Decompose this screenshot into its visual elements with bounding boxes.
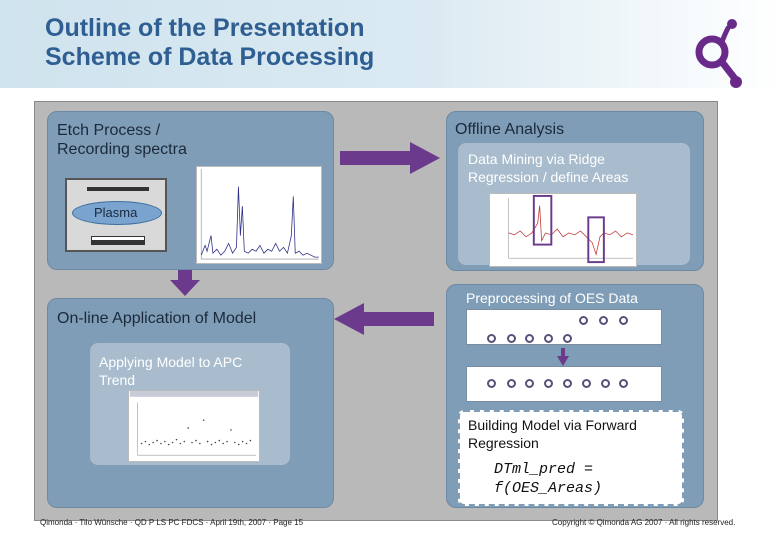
arrow-preprocessing-to-online: [362, 312, 434, 326]
apc-line2: Trend: [99, 372, 136, 388]
area-dot: [544, 334, 553, 343]
selected-area-dot: [487, 379, 496, 388]
qimonda-logo-icon: [695, 19, 742, 88]
model-formula: DTml_pred = f(OES_Areas): [494, 460, 602, 498]
model-formula-line2: f(OES_Areas): [494, 480, 603, 497]
arrow-preprocessing-to-online-head: [334, 303, 364, 335]
online-application-title: On-line Application of Model: [57, 310, 257, 327]
building-model-label: Building Model via Forward Regression: [468, 416, 637, 452]
oes-areas-box: [466, 309, 662, 345]
ridge-regression-chart: [489, 193, 637, 267]
selected-area-dot: [601, 379, 610, 388]
selected-area-dot: [525, 379, 534, 388]
slide-title: Outline of the Presentation Scheme of Da…: [45, 14, 374, 72]
selected-area-dot: [619, 379, 628, 388]
arrow-preprocess-down: [561, 348, 565, 357]
building-model-line2: Regression: [468, 435, 539, 451]
selected-area-dot: [582, 379, 591, 388]
offline-analysis-title: Offline Analysis: [455, 121, 565, 138]
arrow-etch-to-offline: [340, 151, 412, 165]
selected-area-dot: [544, 379, 553, 388]
apc-line1: Applying Model to APC: [99, 354, 243, 370]
slide-title-line1: Outline of the Presentation: [45, 14, 365, 42]
data-mining-line1: Data Mining via Ridge: [468, 151, 605, 167]
area-dot: [599, 316, 608, 325]
selected-areas-box: [466, 366, 662, 402]
header-band: [0, 0, 780, 88]
area-dot: [507, 334, 516, 343]
etch-title-line1: Etch Process /: [57, 122, 161, 139]
preprocessing-label: Preprocessing of OES Data: [466, 290, 638, 306]
upper-electrode: [87, 187, 149, 191]
chamber-base: [91, 241, 145, 245]
arrow-etch-to-online: [178, 270, 192, 282]
plasma-label: Plasma: [94, 205, 138, 220]
footer-left: Qimonda · Tilo Wünsche · QD P LS PC FDCS…: [40, 518, 304, 527]
model-formula-line1: DTml_pred =: [494, 461, 594, 478]
data-mining-line2: Regression / define Areas: [468, 169, 629, 185]
area-dot: [525, 334, 534, 343]
etch-process-title: Etch Process / Recording spectra: [57, 121, 187, 159]
footer-right: Copyright © Qimonda AG 2007 · All rights…: [552, 518, 736, 527]
building-model-box: Building Model via Forward Regression DT…: [458, 410, 684, 506]
oes-spectrum-chart: [196, 166, 322, 264]
data-mining-label: Data Mining via Ridge Regression / defin…: [468, 150, 628, 186]
plasma-ellipse: [72, 201, 162, 225]
apc-trend-chart: [128, 390, 260, 462]
area-dot: [563, 334, 572, 343]
building-model-line1: Building Model via Forward: [468, 417, 637, 433]
selected-area-dot: [563, 379, 572, 388]
slide-title-line2: Scheme of Data Processing: [45, 43, 375, 71]
area-dot: [619, 316, 628, 325]
arrow-preprocess-down-head: [557, 356, 569, 366]
selected-area-dot: [507, 379, 516, 388]
arrow-etch-to-offline-head: [410, 142, 440, 174]
lower-electrode: [91, 236, 145, 241]
area-dot: [579, 316, 588, 325]
area-dot: [487, 334, 496, 343]
arrow-etch-to-online-head: [170, 280, 200, 296]
apc-label: Applying Model to APC Trend: [99, 353, 242, 389]
etch-title-line2: Recording spectra: [57, 141, 187, 158]
